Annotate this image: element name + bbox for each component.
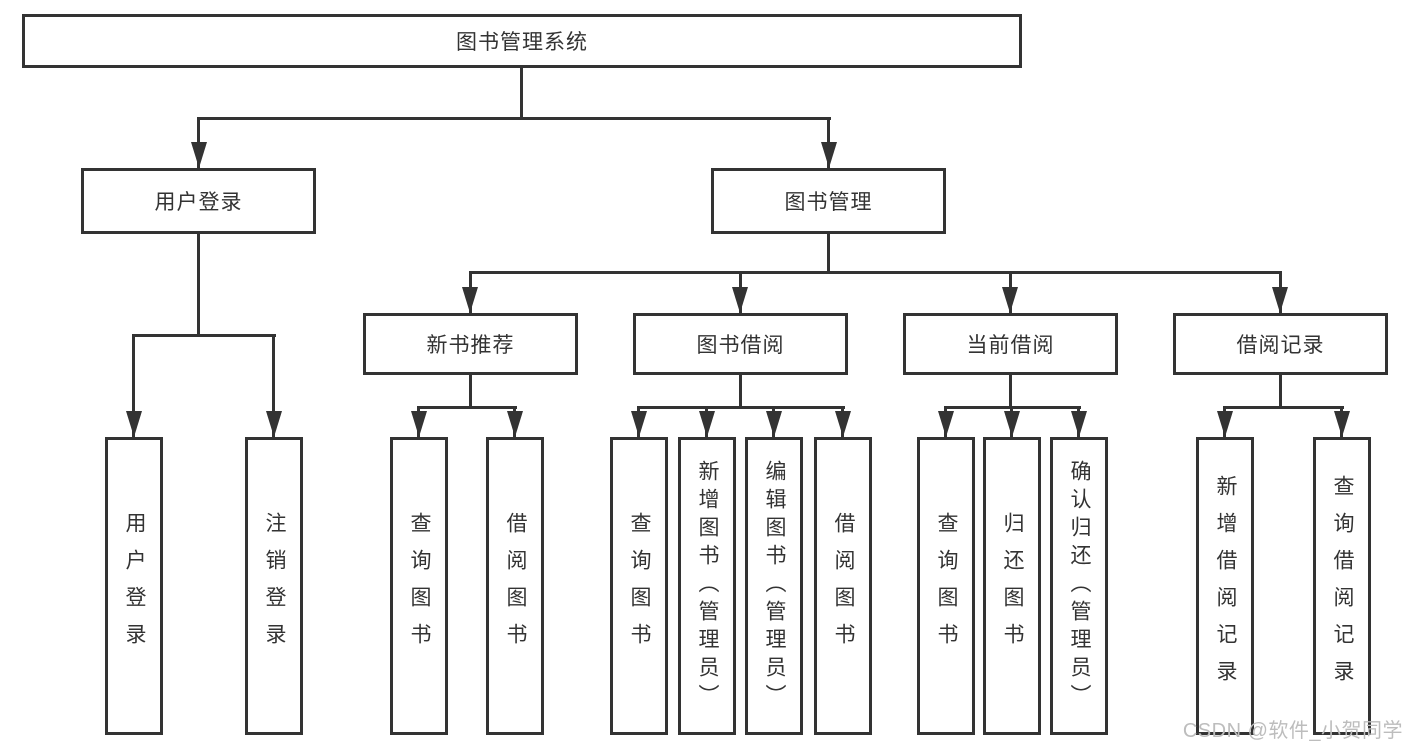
node-borrow-records: 借阅记录 [1173,313,1388,375]
leaf-user-login: 用户登录 [105,437,163,735]
leaf-add-books-admin-label: 新增图书（管理员） [696,460,719,712]
leaf-user-login-label: 用户登录 [123,512,146,660]
leaf-query-books-borrow: 查询图书 [610,437,668,735]
leaf-edit-books-admin: 编辑图书（管理员） [745,437,803,735]
leaf-borrow-books-recommend-label: 借阅图书 [504,512,527,660]
leaf-query-borrow-record: 查询借阅记录 [1313,437,1371,735]
arrow-down-icon [1334,411,1350,437]
connector [739,375,742,409]
watermark: CSDN @软件_小贺同学 [1182,720,1403,742]
connector [1279,375,1282,409]
node-new-book-recommend: 新书推荐 [363,313,578,375]
leaf-borrow-books-recommend: 借阅图书 [486,437,544,735]
node-current-borrow-label: 当前借阅 [966,334,1055,357]
arrow-down-icon [126,411,142,437]
arrow-down-icon [835,411,851,437]
arrow-down-icon [1004,411,1020,437]
arrow-down-icon [191,142,207,168]
node-borrow-records-label: 借阅记录 [1236,334,1325,357]
connector [1223,406,1344,409]
arrow-down-icon [462,287,478,313]
connector [197,234,200,337]
connector [197,117,831,120]
connector [417,406,517,409]
connector [520,68,523,117]
arrow-down-icon [732,287,748,313]
leaf-add-books-admin: 新增图书（管理员） [678,437,736,735]
node-user-login-label: 用户登录 [154,191,243,214]
node-book-management-label: 图书管理 [784,191,873,214]
connector [132,334,135,437]
leaf-return-books-label: 归还图书 [1001,512,1024,660]
leaf-query-books-recommend-label: 查询图书 [408,512,431,660]
leaf-logout: 注销登录 [245,437,303,735]
arrow-down-icon [1272,287,1288,313]
leaf-query-books-current: 查询图书 [917,437,975,735]
leaf-query-borrow-record-label: 查询借阅记录 [1331,475,1354,697]
leaf-add-borrow-record-label: 新增借阅记录 [1214,475,1237,697]
node-book-borrow-label: 图书借阅 [696,334,785,357]
arrow-down-icon [1002,287,1018,313]
connector [132,334,276,337]
leaf-query-books-current-label: 查询图书 [935,512,958,660]
leaf-borrow-books: 借阅图书 [814,437,872,735]
leaf-confirm-return-admin: 确认归还（管理员） [1050,437,1108,735]
node-root: 图书管理系统 [22,14,1022,68]
leaf-query-books-borrow-label: 查询图书 [628,512,651,660]
arrow-down-icon [266,411,282,437]
node-book-management: 图书管理 [711,168,946,234]
leaf-query-books-recommend: 查询图书 [390,437,448,735]
connector [827,234,830,274]
node-current-borrow: 当前借阅 [903,313,1118,375]
arrow-down-icon [507,411,523,437]
leaf-borrow-books-label: 借阅图书 [832,512,855,660]
arrow-down-icon [821,142,837,168]
connector [469,375,472,409]
leaf-return-books: 归还图书 [983,437,1041,735]
arrow-down-icon [631,411,647,437]
leaf-confirm-return-admin-label: 确认归还（管理员） [1068,460,1091,712]
arrow-down-icon [1071,411,1087,437]
arrow-down-icon [411,411,427,437]
leaf-add-borrow-record: 新增借阅记录 [1196,437,1254,735]
connector [272,334,275,437]
node-book-borrow: 图书借阅 [633,313,848,375]
node-root-label: 图书管理系统 [456,31,588,54]
leaf-edit-books-admin-label: 编辑图书（管理员） [763,460,786,712]
arrow-down-icon [1217,411,1233,437]
connector [637,406,845,409]
connector [469,271,1282,274]
node-new-book-recommend-label: 新书推荐 [426,334,515,357]
arrow-down-icon [699,411,715,437]
node-user-login: 用户登录 [81,168,316,234]
arrow-down-icon [766,411,782,437]
leaf-logout-label: 注销登录 [263,512,286,660]
connector [1009,375,1012,409]
arrow-down-icon [938,411,954,437]
